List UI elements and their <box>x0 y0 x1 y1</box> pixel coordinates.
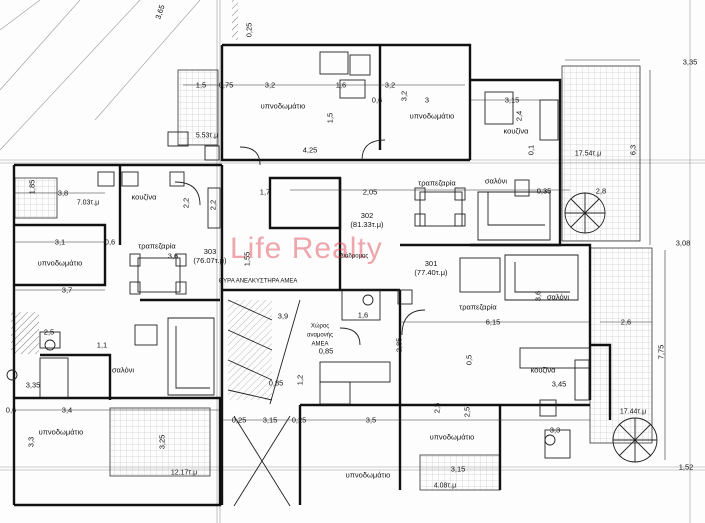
dim-30: 6,15 <box>485 317 501 327</box>
dim-06: 3 <box>424 95 430 105</box>
dim-12: 1,85 <box>27 179 37 195</box>
dimension-lines <box>14 59 666 460</box>
area-label-2: 7.03τ.μ <box>76 199 100 207</box>
dim-02: 1,5 <box>195 80 207 90</box>
dim-21: 3,08 <box>675 238 691 248</box>
dim-16: 0,35 <box>536 186 552 196</box>
dim-42: 0,25 <box>291 415 307 425</box>
dim-33: 3,45 <box>551 379 567 389</box>
dim-29: 0,85 <box>318 346 334 356</box>
dim-27: 3,9 <box>277 311 289 321</box>
dim-41: 3,15 <box>262 415 278 425</box>
dim-59: 0,5 <box>464 354 474 366</box>
room-living-2: σαλόνι <box>111 365 135 375</box>
room-bedroom-6: υπνοδωμάτιο <box>345 470 391 480</box>
dim-20: 3,6 <box>167 251 179 261</box>
room-kitchen-1: κουζίνα <box>503 126 529 136</box>
dim-14: 1,7 <box>259 187 271 197</box>
dim-53: 3,2 <box>399 90 409 102</box>
dim-04: 3,2 <box>264 80 276 90</box>
dim-28: 1,6 <box>357 310 369 320</box>
dim-10: 0,6 <box>371 95 383 105</box>
dim-50: 2,4 <box>514 110 524 122</box>
area-label-4: 12.17τ.μ <box>170 469 198 477</box>
room-kitchen-2: κουζίνα <box>131 192 157 202</box>
dim-05: 3,2 <box>384 80 396 90</box>
dim-44: 2,5 <box>432 402 442 414</box>
dim-23: 1,55 <box>242 251 252 267</box>
dim-07: 3,15 <box>504 95 520 105</box>
apartment-303-label: 303 (76.07τ.μ) <box>193 247 227 265</box>
apartment-302-label: 302 (81.33τ.μ) <box>350 211 384 229</box>
interior-details <box>6 51 658 507</box>
dim-35: 3,35 <box>25 380 41 390</box>
dim-58: 1,2 <box>295 374 305 386</box>
room-bedroom-4: υπνοδωμάτιο <box>38 427 84 437</box>
room-bedroom-1: υπνοδωμάτιο <box>260 101 306 111</box>
room-living-1: σαλόνι <box>484 176 508 186</box>
dim-32: 2,85 <box>394 337 404 353</box>
dim-51: 0,1 <box>526 144 536 156</box>
room-dining-2: τραπεζαρία <box>138 241 176 251</box>
room-dining-3: τραπεζαρία <box>459 302 497 312</box>
dim-38: 3,3 <box>26 436 36 448</box>
dim-40: 0,25 <box>231 415 247 425</box>
room-living-3: σαλόνι <box>546 292 570 302</box>
room-dining-1: τραπεζαρία <box>418 178 456 188</box>
dim-13: 3,8 <box>57 188 69 198</box>
corridor-label: Διάδρομος <box>339 253 369 260</box>
elevator-note: ΘΥΡΑ ΑΝΕΛΚΥΣΤΗΡΑ ΑΜΕΑ <box>218 278 298 285</box>
apartment-301-label: 301 (77.40τ.μ) <box>414 259 448 277</box>
room-kitchen-3: κουζίνα <box>530 365 556 375</box>
dim-34: 7,75 <box>656 344 666 360</box>
dim-45: 3,3 <box>549 425 561 435</box>
dim-08: 4,25 <box>302 145 318 155</box>
dim-49: 3,15 <box>450 464 466 474</box>
area-label-6: 17.44τ.μ <box>619 408 647 416</box>
area-label-3: 17.54τ.μ <box>574 150 602 158</box>
dim-54: 1,5 <box>325 112 335 124</box>
dim-47: 6,3 <box>628 144 638 156</box>
watermark: Life Realty <box>230 232 383 265</box>
dim-26: 2,5 <box>43 327 55 337</box>
dim-57: 2,5 <box>462 406 472 418</box>
dim-22: 3,7 <box>61 285 73 295</box>
dim-03: 0,75 <box>218 80 234 90</box>
dim-15: 2,05 <box>362 187 378 197</box>
dim-31: 2,6 <box>620 317 632 327</box>
dim-19: 0,6 <box>104 237 116 247</box>
dim-36: 3,4 <box>61 405 73 415</box>
dim-56: 3,6 <box>533 290 543 302</box>
area-label-5: 4.08τ.μ <box>433 482 457 490</box>
hatched-zones <box>11 0 653 491</box>
dim-48: 0,25 <box>244 22 254 38</box>
dim-52: 2,2 <box>208 199 218 211</box>
room-bedroom-2: υπνοδωμάτιο <box>409 111 455 121</box>
dim-09: 1,6 <box>335 80 347 90</box>
dim-37: 0,6 <box>5 405 17 415</box>
dim-39: 3,25 <box>157 434 167 450</box>
room-bedroom-5: υπνοδωμάτιο <box>429 432 475 442</box>
dim-17: 2,8 <box>595 186 607 196</box>
ameа-space-label: Χώρος αναμονής ΑΜΕΑ <box>307 323 333 348</box>
dim-25: 1,1 <box>96 340 108 350</box>
dim-18: 3,1 <box>54 237 66 247</box>
room-bedroom-3: υπνοδωμάτιο <box>37 258 83 268</box>
dim-11: 3,35 <box>682 57 698 67</box>
dim-55: 0,85 <box>268 378 284 388</box>
dim-46: 1,52 <box>678 462 694 472</box>
dim-24: 2,2 <box>181 197 191 209</box>
dim-43: 3,5 <box>365 415 377 425</box>
area-label-1: 5.53τ.μ <box>195 132 219 140</box>
